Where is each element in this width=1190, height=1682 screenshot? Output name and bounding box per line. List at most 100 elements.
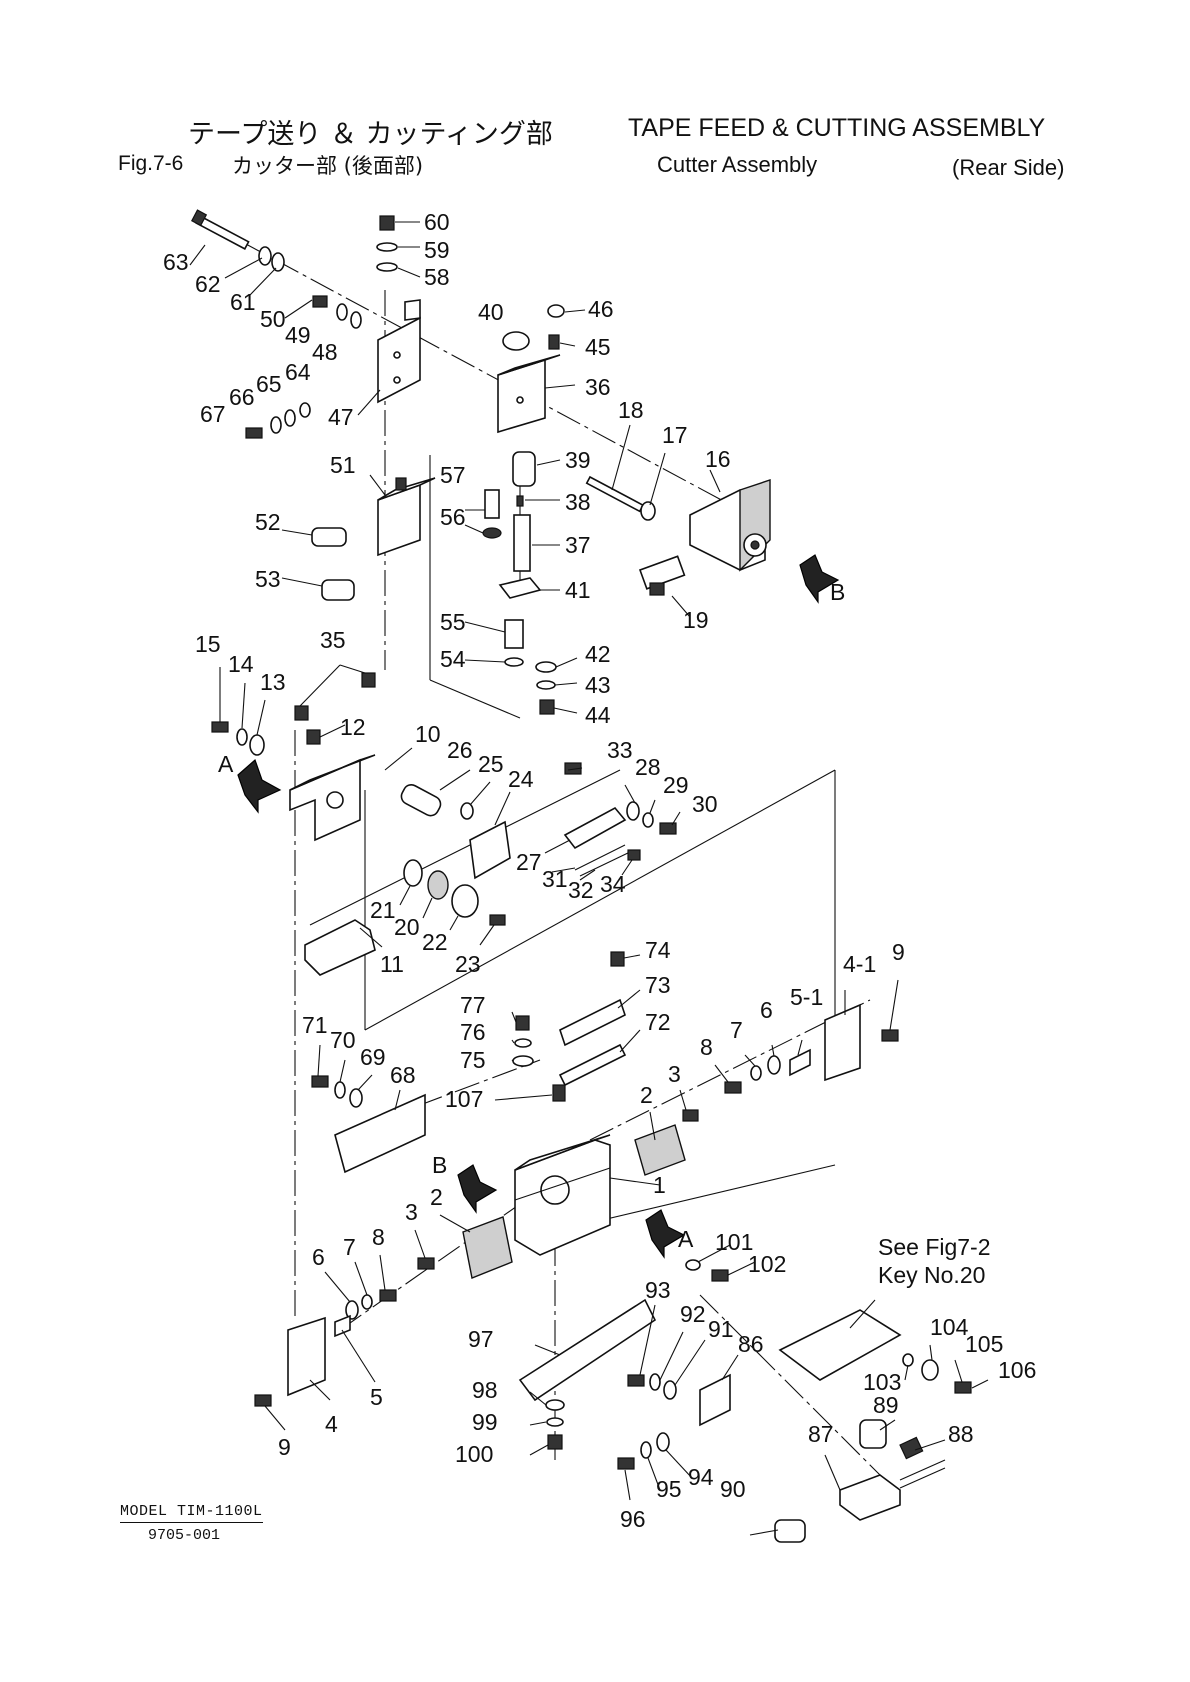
guide-block-2-left	[462, 1216, 513, 1279]
bearing-20	[427, 870, 449, 900]
label-39: 39	[565, 447, 591, 473]
label-94: 94	[688, 1464, 714, 1490]
label-103: 103	[863, 1369, 901, 1395]
label-64: 64	[285, 359, 311, 385]
screw-9-right	[881, 1029, 899, 1042]
washer-95	[640, 1441, 652, 1459]
washer-65	[284, 409, 296, 427]
label-24: 24	[508, 766, 534, 792]
bracket-86	[699, 1373, 731, 1427]
label-75: 75	[460, 1047, 486, 1073]
label-19: 19	[683, 607, 709, 633]
label-52: 52	[255, 509, 281, 535]
label-98: 98	[472, 1377, 498, 1403]
screw-3-right	[682, 1109, 699, 1122]
washer-61	[271, 252, 285, 272]
part-labels: 60 59 58 63 62 61 50 49 48 40 46 45 36 6…	[163, 209, 1036, 1532]
side-label: (Rear Side)	[952, 155, 1065, 180]
label-28: 28	[635, 754, 661, 780]
label-74: 74	[645, 937, 671, 963]
fitting-19	[638, 555, 686, 596]
roller-22	[451, 884, 479, 918]
label-29: 29	[663, 772, 689, 798]
screw-50	[312, 295, 328, 308]
label-72: 72	[645, 1009, 671, 1035]
label-60: 60	[424, 209, 450, 235]
label-10: 10	[415, 721, 441, 747]
cap-40	[502, 331, 530, 351]
label-1: 1	[653, 1172, 666, 1198]
cover-68	[334, 1093, 426, 1174]
washer-99	[546, 1417, 564, 1427]
leader-lines	[189, 221, 989, 1536]
screw-45	[548, 334, 560, 350]
label-5-1: 5-1	[790, 984, 823, 1010]
label-8-left: 8	[372, 1224, 385, 1250]
label-58: 58	[424, 264, 450, 290]
washer-48	[350, 311, 362, 329]
label-56: 56	[440, 504, 466, 530]
collar-56	[482, 527, 502, 539]
screw-93	[627, 1374, 645, 1387]
subtitle-english: Cutter Assembly	[657, 152, 818, 177]
screw-35	[361, 672, 376, 688]
bearing-21	[403, 859, 423, 887]
label-100: 100	[455, 1441, 493, 1467]
washer-14	[236, 728, 248, 746]
washer-101	[685, 1259, 701, 1271]
label-48: 48	[312, 339, 338, 365]
guide-block-2-right	[634, 1124, 686, 1176]
label-89: 89	[873, 1392, 899, 1418]
arrow-a-left	[237, 758, 282, 814]
label-70: 70	[330, 1027, 356, 1053]
arrow-b-mid	[457, 1164, 498, 1214]
washer-92	[649, 1373, 661, 1391]
label-2-right: 2	[640, 1082, 653, 1108]
label-7-right: 7	[730, 1017, 743, 1043]
arrow-a-mid	[645, 1209, 686, 1259]
label-16: 16	[705, 446, 731, 472]
screw-71	[311, 1075, 329, 1088]
label-61: 61	[230, 289, 256, 315]
subtitle-japanese: カッター部 (後面部)	[232, 154, 424, 178]
label-26: 26	[447, 737, 473, 763]
washer-28	[626, 801, 640, 821]
label-41: 41	[565, 577, 591, 603]
lever-11	[304, 919, 376, 976]
label-18: 18	[618, 397, 644, 423]
title-english: TAPE FEED & CUTTING ASSEMBLY	[628, 114, 1046, 142]
bracket-4-1	[824, 1003, 861, 1082]
label-47: 47	[328, 404, 354, 430]
collar-39	[512, 451, 536, 487]
screw-12	[306, 729, 321, 745]
label-42: 42	[585, 641, 611, 667]
label-7-left: 7	[343, 1234, 356, 1260]
label-73: 73	[645, 972, 671, 998]
washer-70	[334, 1081, 346, 1099]
title-japanese: テープ送り ＆ カッティング部	[188, 119, 553, 150]
plate-key-20	[778, 1309, 902, 1381]
label-6-left: 6	[312, 1244, 325, 1270]
label-13: 13	[260, 669, 286, 695]
label-32: 32	[568, 877, 594, 903]
washer-25	[460, 802, 474, 820]
label-104: 104	[930, 1314, 969, 1340]
document-code: 9705-001	[148, 1527, 221, 1544]
washer-103	[902, 1353, 914, 1367]
washer-54	[504, 657, 524, 667]
label-46: 46	[588, 296, 614, 322]
arrow-label-b-mid: B	[432, 1152, 447, 1178]
screw-96	[617, 1457, 635, 1470]
screw-35b	[294, 705, 309, 721]
chute-97	[518, 1298, 657, 1402]
arrow-b-top	[799, 554, 840, 604]
label-23: 23	[455, 951, 481, 977]
label-99: 99	[472, 1409, 498, 1435]
label-88: 88	[948, 1421, 974, 1447]
label-4-1: 4-1	[843, 951, 876, 977]
plate-72	[558, 1043, 627, 1087]
main-frame-1	[514, 1134, 611, 1256]
washer-69	[349, 1088, 363, 1108]
label-90: 90	[720, 1476, 746, 1502]
